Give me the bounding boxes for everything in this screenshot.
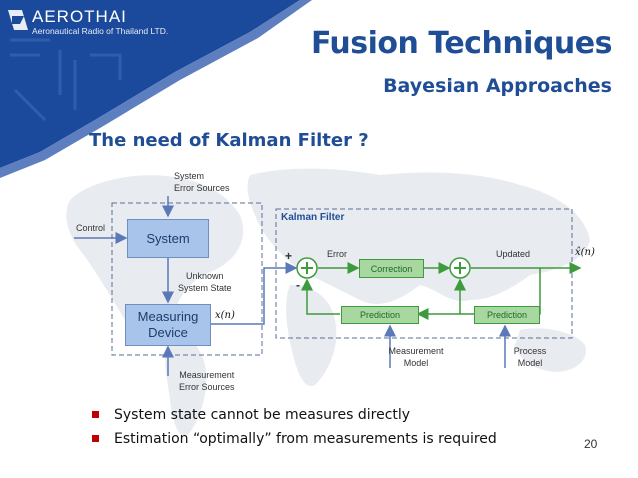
- measuring-device-box: Measuring Device: [125, 304, 211, 346]
- list-item: Estimation “optimally” from measurements…: [92, 427, 497, 451]
- runway-pattern: [10, 38, 122, 122]
- header-banner-accent: [0, 0, 312, 178]
- label-line: System: [174, 171, 205, 181]
- plant-dashed-box: [111, 202, 263, 356]
- x-n-label: x(n): [215, 310, 235, 321]
- bullet-square-icon: [92, 435, 99, 442]
- label-line: Error Sources: [179, 382, 235, 392]
- system-error-sources-label: System Error Sources: [174, 170, 230, 194]
- list-item: System state cannot be measures directly: [92, 403, 497, 427]
- logo-subtitle: Aeronautical Radio of Thailand LTD.: [32, 26, 169, 36]
- arrow-device-to-sum: [210, 262, 298, 325]
- system-box: System: [127, 219, 209, 258]
- label-line: Measurement: [179, 370, 235, 380]
- page-subtitle: Bayesian Approaches: [383, 75, 612, 97]
- label-line: Measurement: [388, 346, 444, 356]
- world-map-watermark: [66, 168, 590, 436]
- prediction-box-measurement: Prediction: [341, 306, 419, 324]
- kalman-filter-title: Kalman Filter: [281, 212, 345, 223]
- prediction-box-process: Prediction: [474, 306, 540, 324]
- correction-box: Correction: [359, 259, 424, 278]
- label-line: Unknown: [186, 271, 224, 281]
- page-title: Fusion Techniques: [310, 26, 613, 61]
- label-line: System State: [178, 283, 232, 293]
- label-line: Model: [517, 358, 543, 368]
- page-number: 20: [584, 437, 598, 451]
- measurement-model-label: Measurement Model: [386, 345, 446, 369]
- bullet-text: Estimation “optimally” from measurements…: [114, 431, 497, 447]
- label-line: Error Sources: [174, 183, 230, 193]
- label-line: Measuring: [137, 309, 199, 324]
- logo: AEROTHAI Aeronautical Radio of Thailand …: [32, 8, 168, 37]
- bullet-square-icon: [92, 411, 99, 418]
- process-model-label: Process Model: [510, 345, 550, 369]
- header-banner: [0, 0, 300, 168]
- measurement-error-sources-label: Measurement Error Sources: [179, 369, 235, 393]
- bullet-text: System state cannot be measures directly: [114, 407, 411, 423]
- arrow-prediction-to-sum1: [301, 278, 340, 315]
- label-line: Process: [513, 346, 547, 356]
- control-label: Control: [76, 223, 106, 233]
- unknown-state-label: Unknown System State: [178, 270, 232, 294]
- updated-label: Updated: [496, 249, 531, 259]
- bullet-list: System state cannot be measures directly…: [92, 403, 497, 451]
- label-line: Model: [403, 358, 429, 368]
- logo-mark-icon: [8, 10, 28, 30]
- label-line: Device: [148, 325, 188, 340]
- logo-name: AEROTHAI: [32, 7, 127, 26]
- x-hat-n-label: x̂(n): [575, 247, 595, 258]
- plus-sign: +: [285, 249, 293, 263]
- section-heading: The need of Kalman Filter ?: [89, 130, 369, 151]
- minus-sign: -: [296, 278, 300, 292]
- error-label: Error: [327, 249, 347, 259]
